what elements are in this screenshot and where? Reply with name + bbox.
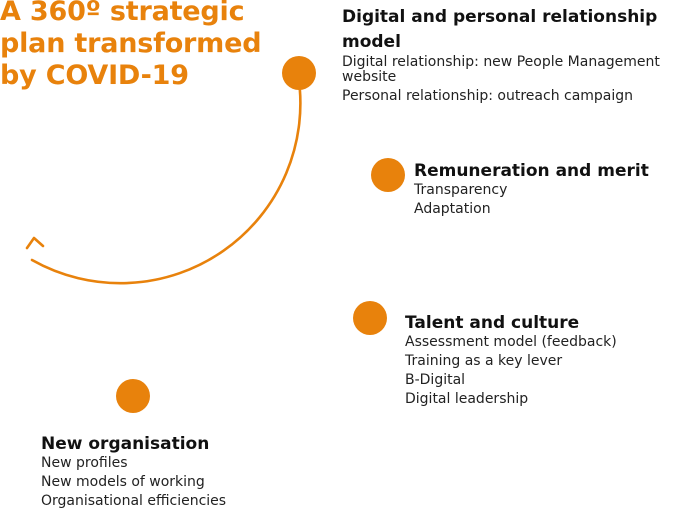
section-talent-culture: Talent and culture Assessment model (fee…	[405, 314, 617, 409]
section-item: Digital relationship: new People Managem…	[342, 54, 660, 85]
arrowhead-icon	[25, 236, 45, 250]
node-talent	[353, 301, 387, 335]
node-new-organisation	[116, 379, 150, 413]
section-heading: Talent and culture	[405, 313, 580, 333]
section-item: Assessment model (feedback)	[405, 334, 617, 350]
section-item: B-Digital	[405, 372, 466, 388]
section-item: Transparency	[414, 182, 508, 198]
section-item: Training as a key lever	[405, 353, 563, 369]
page-title: A 360º strategic plan transformed by COV…	[0, 0, 280, 92]
title-line: plan transformed	[0, 28, 262, 59]
section-item: Adaptation	[414, 201, 491, 217]
section-heading: Remuneration and merit	[414, 161, 649, 181]
title-line: by COVID-19	[0, 60, 189, 91]
section-item: New profiles	[41, 455, 128, 471]
section-item: Organisational efficiencies	[41, 493, 227, 509]
section-heading: New organisation	[41, 434, 210, 454]
section-heading: Digital and personal relationship model	[342, 7, 658, 52]
section-item: Personal relationship: outreach campaign	[342, 88, 634, 104]
title-line: A 360º strategic	[0, 0, 245, 27]
section-item: Digital leadership	[405, 391, 529, 407]
cycle-arc	[30, 72, 302, 285]
section-digital-personal-relationship: Digital and personal relationship model …	[342, 5, 678, 104]
node-digital	[282, 56, 316, 90]
node-remuneration	[371, 158, 405, 192]
section-remuneration-merit: Remuneration and merit Transparency Adap…	[414, 162, 649, 219]
section-item: New models of working	[41, 474, 205, 490]
section-new-organisation: New organisation New profiles New models…	[41, 435, 226, 511]
